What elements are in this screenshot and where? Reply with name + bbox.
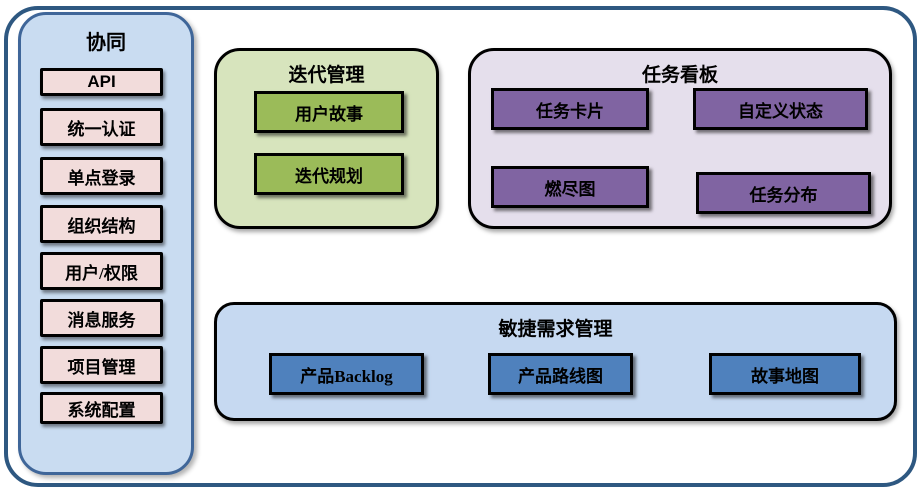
- box-burndown-chart: 燃尽图: [491, 166, 649, 208]
- group-agile-requirements: 敏捷需求管理 产品Backlog 产品路线图 故事地图: [214, 302, 897, 421]
- sidebar-box-message-service: 消息服务: [40, 299, 163, 337]
- sidebar-box-user-permission: 用户/权限: [40, 252, 163, 290]
- sidebar-box-org-structure: 组织结构: [40, 205, 163, 243]
- sidebar-title: 协同: [86, 32, 126, 54]
- box-user-story: 用户故事: [254, 91, 404, 133]
- box-task-card: 任务卡片: [491, 88, 649, 130]
- box-product-backlog: 产品Backlog: [269, 353, 424, 395]
- box-story-map: 故事地图: [709, 353, 861, 395]
- group-task-kanban: 任务看板 任务卡片 自定义状态 燃尽图 任务分布: [468, 48, 892, 229]
- sidebar-box-sso: 单点登录: [40, 157, 163, 195]
- group-kanban-title: 任务看板: [641, 65, 718, 86]
- sidebar-collaboration: 协同 API 统一认证 单点登录 组织结构 用户/权限 消息服务 项目管理 系统…: [18, 12, 194, 475]
- box-product-roadmap: 产品路线图: [488, 353, 633, 395]
- box-custom-status: 自定义状态: [693, 88, 868, 130]
- sidebar-box-unified-auth: 统一认证: [40, 108, 163, 146]
- group-iteration-management: 迭代管理 用户故事 迭代规划: [214, 48, 439, 229]
- group-iteration-title: 迭代管理: [288, 65, 365, 86]
- box-task-distribution: 任务分布: [696, 172, 871, 214]
- sidebar-box-project-management: 项目管理: [40, 346, 163, 384]
- sidebar-box-system-config: 系统配置: [40, 392, 163, 424]
- box-iteration-planning: 迭代规划: [254, 153, 404, 195]
- sidebar-box-api: API: [40, 68, 163, 96]
- group-agile-title: 敏捷需求管理: [498, 319, 613, 340]
